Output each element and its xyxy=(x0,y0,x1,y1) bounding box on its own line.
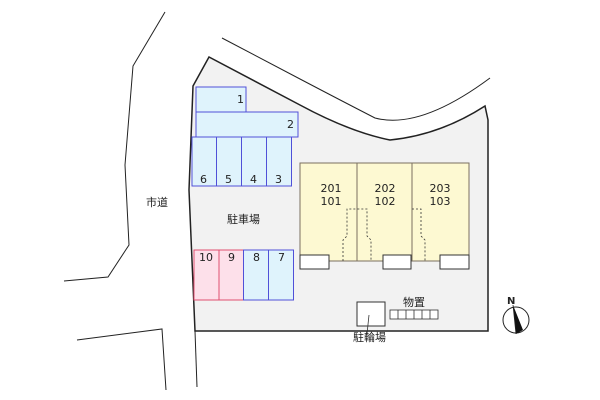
compass-icon xyxy=(502,304,530,335)
unit-label-1: 201 101 xyxy=(310,182,352,208)
parking-space-9 xyxy=(218,249,244,301)
unit-upper-203: 203 xyxy=(429,182,451,195)
city-road-label: 市道 xyxy=(146,196,168,209)
parking-space-2 xyxy=(195,111,299,138)
parking-space-5 xyxy=(216,136,242,187)
entrance-103 xyxy=(439,254,470,270)
road-edge-left-upper xyxy=(63,11,166,282)
road-edge-top xyxy=(221,37,491,121)
bicycle-parking-label: 駐輪場 xyxy=(353,331,386,344)
parking-space-7 xyxy=(268,249,294,301)
parking-number-5: 5 xyxy=(225,173,232,186)
parking-space-8 xyxy=(243,249,269,301)
stairs-dashed-2 xyxy=(412,208,426,261)
parking-number-9: 9 xyxy=(228,251,235,264)
entrance-102 xyxy=(382,254,412,270)
parking-space-1 xyxy=(195,86,247,113)
stairs-dashed-1 xyxy=(342,208,372,261)
building xyxy=(299,162,470,262)
unit-upper-202: 202 xyxy=(374,182,396,195)
parking-number-10: 10 xyxy=(199,251,213,264)
bicycle-parking-leader xyxy=(366,314,370,335)
road-edge-left-lower xyxy=(76,328,167,391)
parking-number-2: 2 xyxy=(287,118,294,131)
unit-lower-102: 102 xyxy=(374,195,396,208)
entrance-101 xyxy=(299,254,330,270)
unit-label-2: 202 102 xyxy=(364,182,406,208)
parking-number-4: 4 xyxy=(250,173,257,186)
bicycle-parking-box xyxy=(356,301,386,327)
parking-number-6: 6 xyxy=(200,173,207,186)
parking-space-4 xyxy=(241,136,267,187)
site-left-line xyxy=(194,330,198,388)
parking-space-10 xyxy=(193,249,220,301)
unit-upper-201: 201 xyxy=(320,182,342,195)
parking-number-7: 7 xyxy=(278,251,285,264)
unit-lower-101: 101 xyxy=(320,195,342,208)
parking-space-3 xyxy=(266,136,292,187)
unit-lower-103: 103 xyxy=(429,195,451,208)
parking-number-1: 1 xyxy=(237,93,244,106)
storage-label: 物置 xyxy=(403,296,425,309)
parking-number-3: 3 xyxy=(275,173,282,186)
north-label: N xyxy=(507,296,516,307)
parking-label: 駐車場 xyxy=(227,213,260,226)
parking-number-8: 8 xyxy=(253,251,260,264)
storage-grid xyxy=(389,309,439,320)
unit-label-3: 203 103 xyxy=(419,182,461,208)
